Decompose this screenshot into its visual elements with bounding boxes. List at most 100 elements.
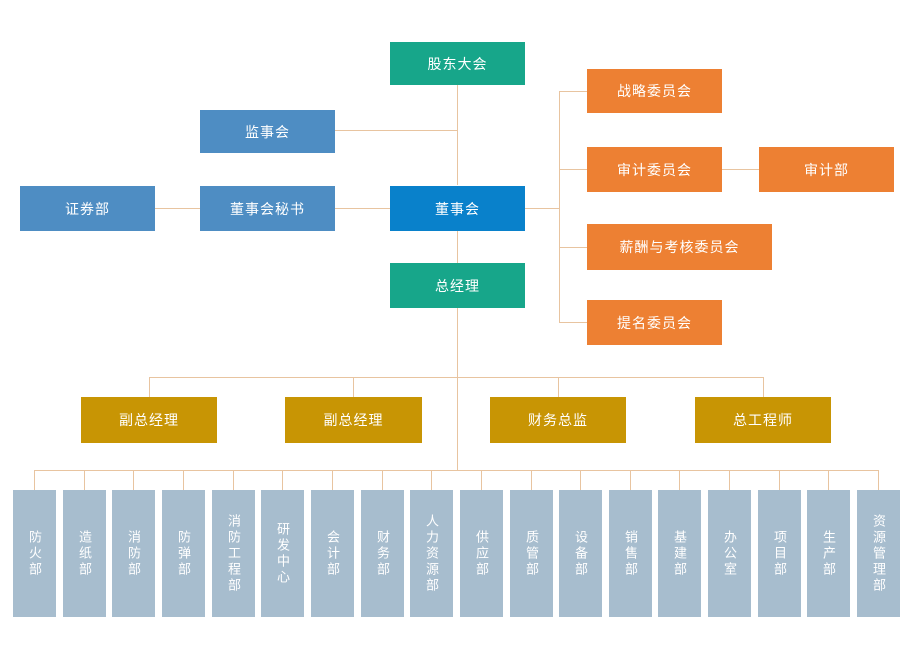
node-supervisory-board[interactable]: 监事会 xyxy=(200,110,335,153)
dept-label: 防火部 xyxy=(27,529,42,578)
node-label: 总经理 xyxy=(435,277,480,294)
connector-line xyxy=(779,470,780,490)
dept-label: 生产部 xyxy=(821,529,836,578)
dept-label: 质管部 xyxy=(524,529,539,578)
node-deputy-gm-1[interactable]: 副总经理 xyxy=(81,397,217,443)
connector-line xyxy=(722,169,759,170)
node-label: 证券部 xyxy=(65,200,110,217)
dept-label: 设备部 xyxy=(573,529,588,578)
node-strategy-committee[interactable]: 战略委员会 xyxy=(587,69,722,113)
connector-line xyxy=(335,208,390,209)
connector-line xyxy=(559,322,587,323)
connector-line xyxy=(531,470,532,490)
dept-node[interactable]: 供应部 xyxy=(460,490,503,617)
connector-line xyxy=(630,470,631,490)
dept-label: 办公室 xyxy=(722,529,737,578)
node-board-secretary[interactable]: 董事会秘书 xyxy=(200,186,335,231)
dept-node[interactable]: 研发中心 xyxy=(261,490,304,617)
node-label: 副总经理 xyxy=(323,412,384,428)
connector-line xyxy=(729,470,730,490)
node-label: 董事会秘书 xyxy=(230,200,305,217)
node-label: 战略委员会 xyxy=(617,83,692,99)
connector-line xyxy=(183,470,184,490)
node-finance-director[interactable]: 财务总监 xyxy=(490,397,626,443)
connector-line xyxy=(233,470,234,490)
node-label: 监事会 xyxy=(245,123,290,140)
dept-node[interactable]: 资源管理部 xyxy=(857,490,900,617)
dept-label: 造纸部 xyxy=(77,529,92,578)
connector-line xyxy=(559,247,587,248)
connector-line xyxy=(431,470,432,490)
node-securities-dept[interactable]: 证券部 xyxy=(20,186,155,231)
dept-label: 防弹部 xyxy=(176,529,191,578)
connector-line xyxy=(558,377,559,397)
node-nomination-committee[interactable]: 提名委员会 xyxy=(587,300,722,345)
dept-node[interactable]: 防弹部 xyxy=(162,490,205,617)
dept-node[interactable]: 造纸部 xyxy=(63,490,106,617)
node-label: 副总经理 xyxy=(119,412,179,428)
node-label: 财务总监 xyxy=(528,412,588,428)
connector-line xyxy=(149,377,763,378)
connector-line xyxy=(335,130,457,131)
dept-node[interactable]: 基建部 xyxy=(658,490,701,617)
dept-node[interactable]: 消防部 xyxy=(112,490,155,617)
connector-line xyxy=(878,470,879,490)
dept-label: 资源管理部 xyxy=(871,513,886,594)
node-shareholders-meeting[interactable]: 股东大会 xyxy=(390,42,525,85)
connector-line xyxy=(84,470,85,490)
dept-node[interactable]: 会计部 xyxy=(311,490,354,617)
node-deputy-gm-2[interactable]: 副总经理 xyxy=(285,397,422,443)
connector-line xyxy=(149,377,150,397)
node-label: 总工程师 xyxy=(733,412,793,428)
dept-label: 会计部 xyxy=(325,529,340,578)
dept-node[interactable]: 防火部 xyxy=(13,490,56,617)
dept-label: 销售部 xyxy=(623,529,638,578)
connector-line xyxy=(457,85,458,185)
node-general-manager[interactable]: 总经理 xyxy=(390,263,525,308)
connector-line xyxy=(828,470,829,490)
dept-node[interactable]: 设备部 xyxy=(559,490,602,617)
dept-label: 供应部 xyxy=(474,529,489,578)
dept-label: 消防工程部 xyxy=(226,513,241,594)
node-audit-dept[interactable]: 审计部 xyxy=(759,147,894,192)
connector-line xyxy=(382,470,383,490)
connector-line xyxy=(559,169,587,170)
dept-node[interactable]: 消防工程部 xyxy=(212,490,255,617)
connector-line xyxy=(34,470,35,490)
dept-node[interactable]: 财务部 xyxy=(361,490,404,617)
connector-line xyxy=(525,208,559,209)
dept-label: 项目部 xyxy=(772,529,787,578)
connector-line xyxy=(353,377,354,397)
dept-node[interactable]: 质管部 xyxy=(510,490,553,617)
connector-line xyxy=(457,231,458,263)
connector-line xyxy=(679,470,680,490)
connector-line xyxy=(155,208,200,209)
connector-line xyxy=(133,470,134,490)
connector-line xyxy=(457,308,458,470)
node-label: 董事会 xyxy=(435,200,480,217)
dept-label: 消防部 xyxy=(126,529,141,578)
connector-line xyxy=(580,470,581,490)
dept-node[interactable]: 办公室 xyxy=(708,490,751,617)
dept-node[interactable]: 人力资源部 xyxy=(410,490,453,617)
dept-node[interactable]: 生产部 xyxy=(807,490,850,617)
node-label: 提名委员会 xyxy=(617,314,692,331)
node-label: 薪酬与考核委员会 xyxy=(619,239,740,255)
connector-line xyxy=(559,91,587,92)
node-label: 审计委员会 xyxy=(617,161,692,178)
dept-label: 基建部 xyxy=(672,529,687,578)
node-chief-engineer[interactable]: 总工程师 xyxy=(695,397,831,443)
dept-label: 财务部 xyxy=(375,529,390,578)
node-audit-committee[interactable]: 审计委员会 xyxy=(587,147,722,192)
node-board-of-directors[interactable]: 董事会 xyxy=(390,186,525,231)
node-compensation-committee[interactable]: 薪酬与考核委员会 xyxy=(587,224,772,270)
connector-line xyxy=(282,470,283,490)
connector-line xyxy=(481,470,482,490)
dept-label: 人力资源部 xyxy=(424,513,439,594)
node-label: 股东大会 xyxy=(427,55,488,72)
node-label: 审计部 xyxy=(804,161,849,178)
connector-line xyxy=(559,91,560,323)
dept-node[interactable]: 项目部 xyxy=(758,490,801,617)
dept-node[interactable]: 销售部 xyxy=(609,490,652,617)
